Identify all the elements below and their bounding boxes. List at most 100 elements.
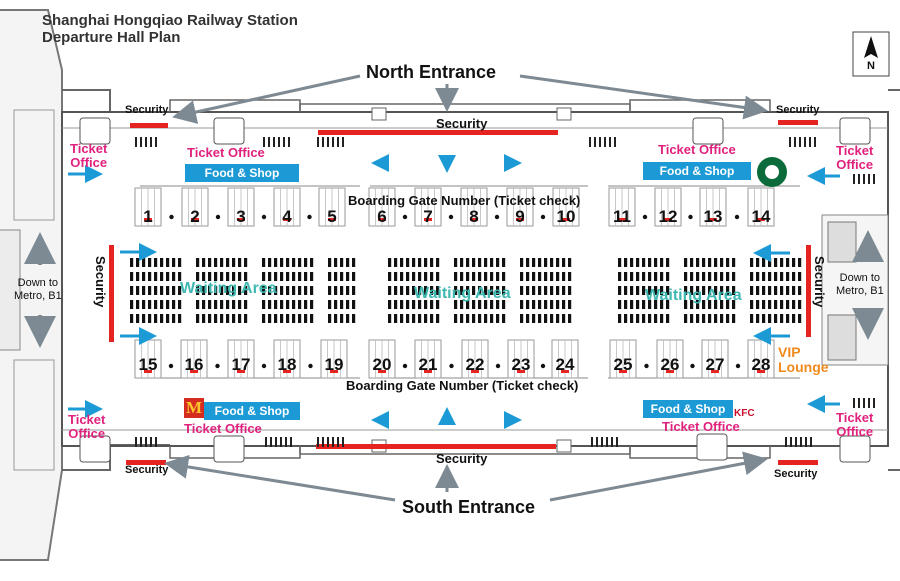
seat-383 <box>660 300 664 309</box>
seat-139 <box>208 314 212 323</box>
gate-kiosk-south-24 <box>551 339 579 379</box>
seat-154 <box>310 314 314 323</box>
seat-414 <box>696 314 700 323</box>
gate-9: 9 <box>515 207 525 226</box>
seat-284 <box>496 314 500 323</box>
seat-263 <box>544 300 548 309</box>
seat-228 <box>484 286 488 295</box>
seat-58 <box>310 272 314 281</box>
seat-69 <box>160 286 164 295</box>
food-shop-n-right: Food & Shop <box>643 162 751 180</box>
seat-180 <box>532 258 536 267</box>
seat-74 <box>202 286 206 295</box>
gate-dot-s-7 <box>495 363 501 369</box>
seat-419 <box>726 314 730 323</box>
seat-24 <box>298 258 302 267</box>
security-bar-ne <box>778 120 818 125</box>
south-entrance-label: South Entrance <box>402 497 536 517</box>
seat-51 <box>268 272 272 281</box>
seat-79 <box>232 286 236 295</box>
seat-31 <box>352 258 356 267</box>
security-label-sw: Security <box>125 464 169 476</box>
seat-40 <box>178 272 182 281</box>
seat-213 <box>568 272 572 281</box>
seat-420 <box>732 314 736 323</box>
seat-36 <box>154 272 158 281</box>
seat-128 <box>130 314 134 323</box>
seat-192 <box>418 272 422 281</box>
seat-7 <box>172 258 176 267</box>
seat-295 <box>618 258 622 267</box>
seat-99 <box>148 300 152 309</box>
seat-253 <box>472 300 476 309</box>
seat-251 <box>460 300 464 309</box>
security-bar-w <box>109 245 114 342</box>
ticket-office-ne: Ticket Office <box>836 143 874 172</box>
gate-dot-s-3 <box>308 363 313 369</box>
seat-369 <box>762 286 766 295</box>
seat-208 <box>538 272 542 281</box>
turnstiles-e-top <box>853 174 875 184</box>
seat-38 <box>166 272 170 281</box>
security-label-nw: Security <box>125 104 169 116</box>
seat-362 <box>708 286 712 295</box>
food-shop-s-right: Food & Shop <box>643 400 733 418</box>
seat-33 <box>136 272 140 281</box>
turnstiles-s1 <box>265 437 292 447</box>
security-bar-e <box>806 245 811 337</box>
gate-kiosk-north-4 <box>273 187 301 227</box>
seat-373 <box>786 286 790 295</box>
seat-286 <box>520 314 524 323</box>
seat-54 <box>286 272 290 281</box>
seat-202 <box>490 272 494 281</box>
seat-113 <box>244 300 248 309</box>
seat-351 <box>630 286 634 295</box>
seat-46 <box>226 272 230 281</box>
seat-85 <box>280 286 284 295</box>
seat-318 <box>780 258 784 267</box>
seat-70 <box>166 286 170 295</box>
seat-238 <box>556 286 560 295</box>
north-arrow-right <box>519 74 768 120</box>
turnstiles-s2 <box>317 437 344 447</box>
gate-kiosk-south-27 <box>701 339 729 379</box>
seat-225 <box>466 286 470 295</box>
seat-312 <box>732 258 736 267</box>
seat-320 <box>792 258 796 267</box>
seat-140 <box>214 314 218 323</box>
seat-71 <box>172 286 176 295</box>
seat-261 <box>532 300 536 309</box>
seat-108 <box>214 300 218 309</box>
seat-6 <box>166 258 170 267</box>
seat-206 <box>526 272 530 281</box>
security-label-west: Security <box>93 256 108 308</box>
seat-220 <box>424 286 428 295</box>
seat-344 <box>774 272 778 281</box>
seat-21 <box>280 258 284 267</box>
seat-306 <box>696 258 700 267</box>
flow-arrows <box>68 154 840 429</box>
seat-105 <box>196 300 200 309</box>
seat-421 <box>750 314 754 323</box>
seat-101 <box>160 300 164 309</box>
gate-5: 5 <box>327 207 337 226</box>
gate-dot-n-0 <box>169 214 174 220</box>
seat-141 <box>220 314 224 323</box>
gate-kiosk-north-11 <box>608 187 636 227</box>
seat-81 <box>244 286 248 295</box>
seat-343 <box>768 272 772 281</box>
seat-163 <box>406 258 410 267</box>
seat-290 <box>544 314 548 323</box>
seat-425 <box>774 314 778 323</box>
seat-65 <box>136 286 140 295</box>
seat-64 <box>130 286 134 295</box>
seat-321 <box>798 258 802 267</box>
seat-110 <box>226 300 230 309</box>
seat-2 <box>142 258 146 267</box>
seat-48 <box>238 272 242 281</box>
seat-302 <box>660 258 664 267</box>
gate-separator-dots <box>168 214 741 369</box>
seat-235 <box>538 286 542 295</box>
seat-424 <box>768 314 772 323</box>
gate-kiosk-north-5 <box>318 187 346 227</box>
